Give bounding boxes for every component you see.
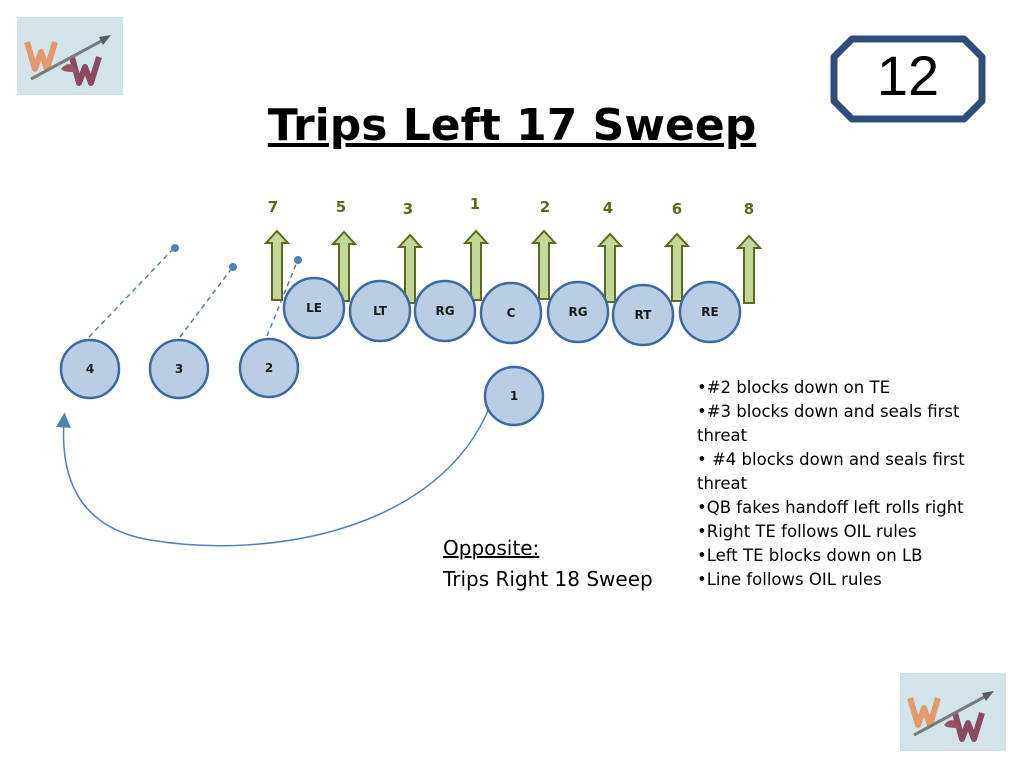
player-rg: RG	[546, 280, 610, 344]
player-label: 4	[86, 362, 94, 376]
backfield: 4 3 2 1	[59, 337, 545, 427]
player-label: C	[507, 306, 516, 320]
player-back-2: 2	[238, 337, 300, 399]
player-re: RE	[678, 280, 742, 344]
player-lg: RG	[413, 279, 477, 343]
player-label: LT	[373, 304, 388, 318]
hole-numbers: 7 5 3 1 2 4 6 8	[268, 195, 754, 218]
hole-number: 8	[744, 200, 754, 218]
offensive-line: LE LT RG C RG RT RE	[282, 276, 742, 347]
slide-number-badge: 12	[828, 33, 988, 125]
route-dot-icon	[294, 256, 302, 264]
hole-number: 6	[672, 200, 682, 218]
player-back-4: 4	[59, 338, 121, 400]
hole-number: 7	[268, 198, 278, 216]
hole-arrow-icon	[263, 229, 291, 301]
hole-number: 1	[470, 195, 480, 213]
note-item: •QB fakes handoff left rolls right	[697, 498, 964, 517]
note-item: •Line follows OIL rules	[697, 570, 882, 589]
player-label: RE	[701, 305, 718, 319]
hole-arrows	[263, 229, 763, 304]
player-label: 1	[510, 389, 518, 403]
block-routes	[88, 244, 302, 338]
player-rt: RT	[611, 283, 675, 347]
hole-number: 4	[603, 199, 613, 217]
hole-arrow-icon	[663, 232, 691, 302]
hole-arrow-icon	[735, 234, 763, 304]
player-le: LE	[282, 276, 346, 340]
player-label: RG	[435, 304, 454, 318]
hole-arrow-icon	[596, 232, 624, 303]
note-item: • #4 blocks down and seals first threat	[697, 450, 965, 493]
player-lt: LT	[348, 279, 412, 343]
player-label: RG	[568, 305, 587, 319]
route-dot-icon	[229, 263, 237, 271]
hole-number: 5	[336, 198, 346, 216]
player-c: C	[479, 281, 543, 345]
player-back-3: 3	[148, 338, 210, 400]
player-label: LE	[306, 301, 322, 315]
slide-number: 12	[876, 44, 940, 107]
player-label: 2	[265, 361, 273, 375]
note-item: •Left TE blocks down on LB	[697, 546, 923, 565]
opposite-play: Opposite: Trips Right 18 Sweep	[443, 533, 653, 595]
sweep-route	[56, 405, 491, 547]
hole-arrow-icon	[462, 229, 490, 301]
hole-arrow-icon	[330, 230, 358, 302]
hole-number: 2	[540, 198, 550, 216]
assignment-notes: •#2 blocks down on TE •#3 blocks down an…	[697, 376, 987, 592]
hole-number: 3	[403, 200, 413, 218]
team-logo	[17, 17, 123, 95]
note-item: •Right TE follows OIL rules	[697, 522, 917, 541]
player-label: 3	[175, 362, 183, 376]
route-dot-icon	[171, 244, 179, 252]
opposite-play-name: Trips Right 18 Sweep	[443, 567, 653, 591]
page-title: Trips Left 17 Sweep	[267, 100, 757, 151]
player-qb-1: 1	[483, 365, 545, 427]
note-item: •#3 blocks down and seals first threat	[697, 402, 960, 445]
player-label: RT	[635, 308, 653, 322]
hole-arrow-icon	[530, 229, 558, 300]
opposite-heading: Opposite:	[443, 536, 540, 560]
note-item: •#2 blocks down on TE	[697, 378, 890, 397]
team-logo	[900, 673, 1006, 751]
hole-arrow-icon	[396, 233, 424, 304]
